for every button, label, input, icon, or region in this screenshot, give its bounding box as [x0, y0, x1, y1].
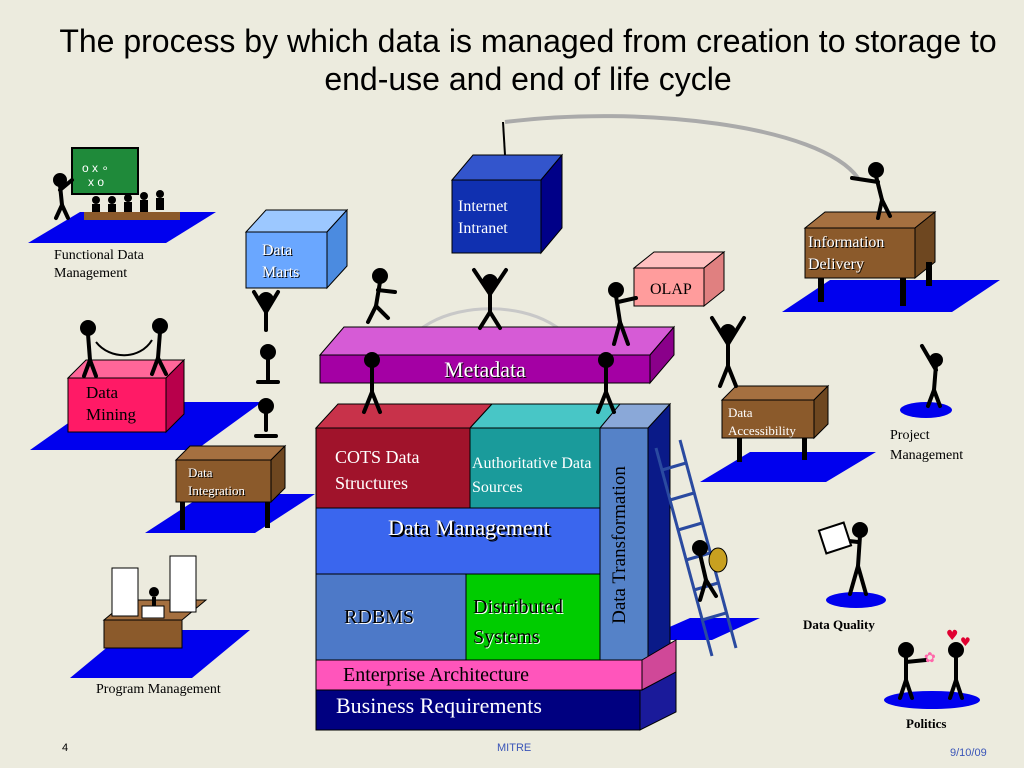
- authoritative-label: Authoritative Data Sources: [472, 455, 592, 496]
- data-marts-label: Data Marts: [262, 242, 300, 281]
- svg-text:♥: ♥: [960, 635, 971, 649]
- page-number: 4: [62, 742, 69, 754]
- project-management-label: Project Management: [890, 428, 964, 463]
- politics-label: Politics: [906, 716, 947, 731]
- data-integration-table: [175, 459, 272, 503]
- data-accessibility-label: Data Accessibility: [728, 405, 796, 438]
- chalkboard: [71, 147, 139, 195]
- business-requirements-label: Business Requirements: [336, 693, 542, 718]
- rdbms-label: RDBMS: [344, 606, 415, 628]
- data-integration-label: Data Integration: [188, 465, 246, 498]
- program-management-label: Program Management: [96, 682, 221, 697]
- platform-politics: [884, 691, 980, 709]
- svg-text:x o: x o: [88, 175, 104, 189]
- functional-data-management-label: Functional Data Management: [54, 248, 144, 281]
- footer-date: 9/10/09: [950, 747, 987, 759]
- business-requirements-block: [315, 689, 641, 731]
- svg-text:✿: ✿: [924, 650, 936, 666]
- olap-box: [633, 267, 705, 307]
- enterprise-architecture-block: [315, 659, 643, 691]
- paper-stack-right: [169, 555, 197, 613]
- platform-accessibility: [700, 452, 876, 482]
- cots-label: COTS Data Structures: [335, 447, 420, 493]
- students-graphic: [84, 190, 180, 220]
- distributed-block: [465, 573, 603, 661]
- data-mining-label: Data Mining: [86, 383, 137, 424]
- internet-intranet-label: Internet Intranet: [458, 198, 508, 237]
- data-quality-label: Data Quality: [803, 617, 875, 632]
- data-management-label: Data Management: [388, 515, 550, 540]
- footer-org: MITRE: [497, 742, 532, 754]
- info-delivery-table: [804, 227, 916, 279]
- authoritative-block: [469, 427, 603, 509]
- paper-stack-left: [111, 567, 139, 617]
- olap-label: OLAP: [650, 281, 692, 298]
- cots-block: [315, 427, 471, 509]
- svg-text:o x ∘: o x ∘: [82, 161, 109, 175]
- data-accessibility-table: [721, 399, 815, 439]
- stick-figures: [53, 162, 964, 700]
- program-desk: [103, 619, 183, 649]
- platform-data-quality: [826, 592, 886, 608]
- internet-cube: [451, 179, 542, 254]
- data-management-block: [315, 507, 603, 575]
- data-marts-cube: [245, 231, 328, 289]
- platform-information-delivery: [782, 280, 1000, 312]
- metadata-label: Metadata: [444, 357, 526, 382]
- distributed-systems-label: Distributed Systems: [473, 596, 563, 648]
- enterprise-architecture-label: Enterprise Architecture: [343, 664, 530, 686]
- page-title: The process by which data is managed fro…: [59, 23, 997, 97]
- data-mining-box: [67, 377, 167, 433]
- rdbms-block: [315, 573, 467, 661]
- information-delivery-label: Information Delivery: [808, 234, 885, 273]
- platform-project-management: [900, 402, 952, 418]
- cable-line: [504, 114, 860, 180]
- ladder-graphic: [654, 439, 738, 657]
- platform-integration: [145, 494, 315, 533]
- svg-text:♥: ♥: [946, 628, 959, 644]
